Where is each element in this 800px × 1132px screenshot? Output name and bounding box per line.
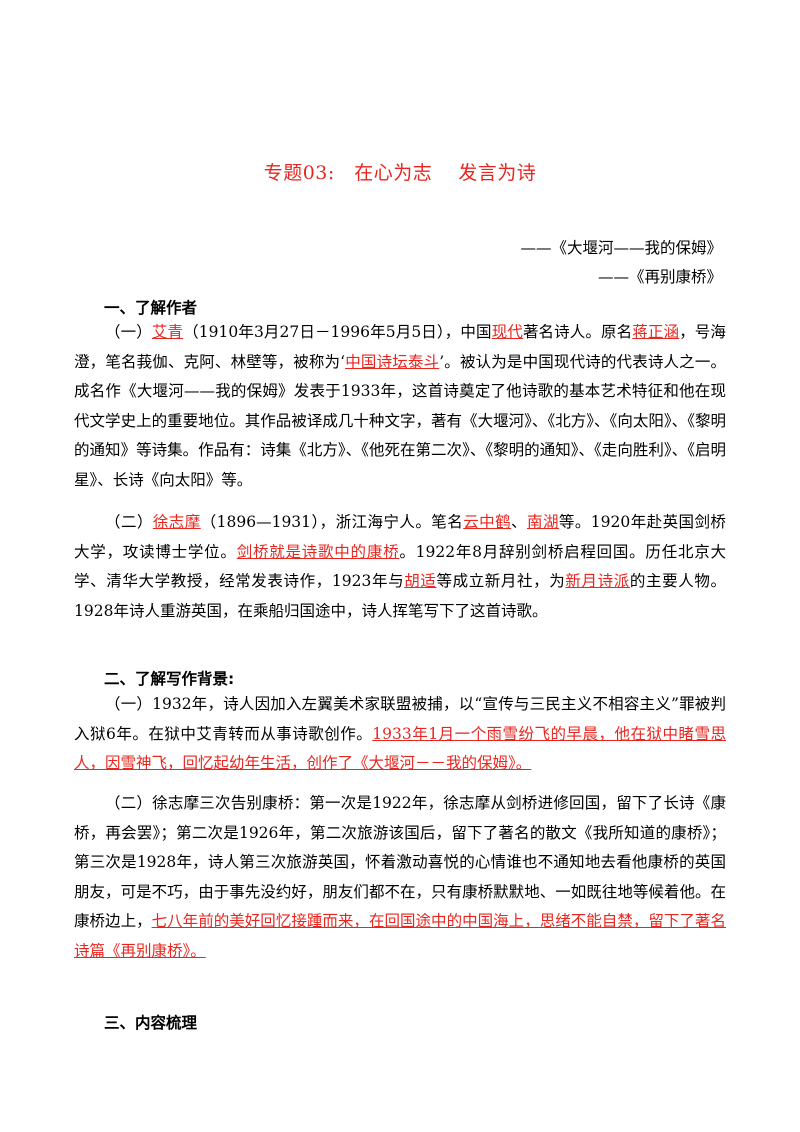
- section-heading-background: 二、了解写作背景:: [104, 670, 235, 688]
- highlighted-text: 中国诗坛泰斗: [345, 352, 440, 371]
- text-run: （1896—1931），浙江海宁人。笔名: [200, 513, 464, 531]
- highlighted-text: 胡适: [404, 572, 437, 590]
- highlighted-text: 新月诗派: [565, 572, 630, 590]
- text-run: ，号海澄，笔名莪伽、克阿、林壁等，被称为‘: [74, 323, 726, 371]
- paragraph-aiqing: （一）艾青（1910年3月27日－1996年5月5日），中国现代著名诗人。原名蒋…: [74, 318, 726, 495]
- text-run: 。1922年8月辞别剑桥启程回国。历任北京大学、清华大学教授，经常发表诗作，19…: [74, 542, 726, 591]
- paragraph-background-1: （一）1932年，诗人因加入左翼美术家联盟被捕，以“宣传与三民主义不相容主义”罪…: [74, 690, 726, 779]
- text-run: （二）徐志摩三次告别康桥：第一次是1922年，徐志摩从剑桥进修回国，留下了长诗《…: [74, 794, 726, 930]
- highlighted-text: 现代: [491, 323, 523, 341]
- highlighted-text: 徐志摩: [152, 513, 201, 531]
- highlighted-text: 1933年1月一个雨雪纷飞的早晨，他在狱中睹雪思人，因雪神飞，回忆起幼年生活，创…: [74, 724, 726, 773]
- highlighted-text: 蒋正涵: [632, 323, 680, 341]
- paragraph-background-2: （二）徐志摩三次告别康桥：第一次是1922年，徐志摩从剑桥进修回国，留下了长诗《…: [74, 789, 726, 966]
- text-run: （1910年3月27日－1996年5月5日），中国: [183, 323, 492, 341]
- paragraph-xuzhimo: （二）徐志摩（1896—1931），浙江海宁人。笔名云中鹤、南湖等。1920年赴…: [74, 508, 726, 626]
- text-run: 等。1920年赴英国剑桥大学，攻读博士学位。: [74, 513, 726, 561]
- highlighted-text: 剑桥就是诗歌中的康桥: [236, 542, 400, 561]
- text-run: （一）: [105, 323, 152, 341]
- subtitle-2: ——《再别康桥》: [597, 268, 722, 286]
- text-run: 的主要人物。1928年诗人重游英国，在乘船归国途中，诗人挥笔写下了这首诗歌。: [74, 572, 726, 620]
- highlighted-text: 艾青: [151, 323, 184, 341]
- highlighted-text: 南湖: [527, 513, 559, 531]
- text-run: （一）1932年，诗人因加入左翼美术家联盟被捕，以“宣传与三民主义不相容主义”罪…: [74, 695, 726, 743]
- subtitle-1: ——《大堰河——我的保姆》: [520, 239, 722, 257]
- section-heading-content: 三、内容梳理: [104, 1014, 198, 1032]
- text-run: ’。被认为是中国现代诗的代表诗人之一。成名作《大堰河——我的保姆》发表于1933…: [74, 352, 726, 489]
- text-run: 著名诗人。原名: [522, 323, 633, 341]
- highlighted-text: 七八年前的美好回忆接踵而来，在回国途中的中国海上，思绪不能自禁，留下了著名诗篇《…: [74, 912, 726, 960]
- text-run: 等成立新月社，为: [436, 572, 566, 590]
- highlighted-text: 云中鹤: [463, 513, 512, 531]
- page-title: 专题03: 在心为志 发言为诗: [263, 162, 537, 184]
- text-run: （二）: [105, 513, 153, 531]
- text-run: 、: [511, 513, 527, 531]
- section-heading-author: 一、了解作者: [104, 299, 198, 317]
